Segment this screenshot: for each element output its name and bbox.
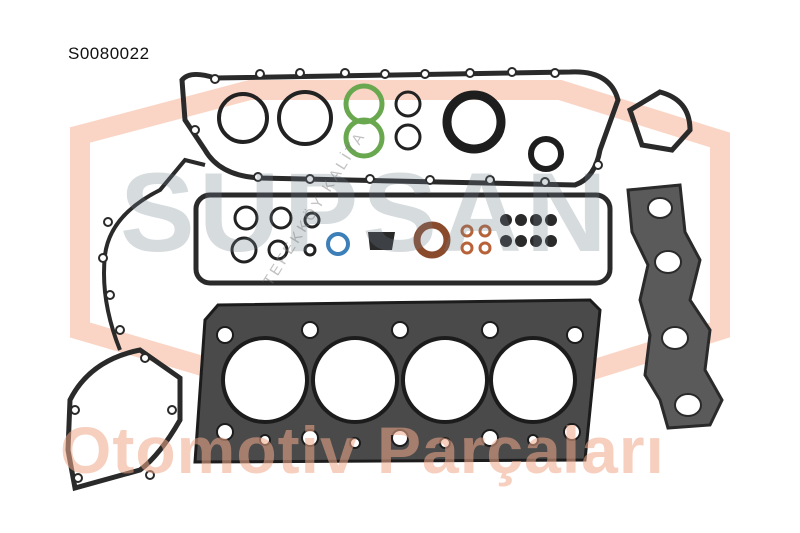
watermark-brand: SUPSAN — [120, 150, 611, 275]
watermark-subtitle: Otomotiv Parçaları — [60, 413, 665, 487]
head-gasket — [193, 298, 602, 464]
copper-washers — [460, 224, 492, 255]
water-pump-bolt-holes — [70, 353, 177, 483]
exhaust-manifold-gasket — [626, 183, 724, 430]
bracket-gasket — [626, 89, 693, 153]
timing-cover-bolt-holes — [98, 217, 125, 335]
crankshaft-seals — [442, 90, 564, 172]
rocker-cover-gasket — [193, 192, 613, 286]
product-code: S0080022 — [68, 44, 150, 63]
o-ring-set — [217, 83, 422, 159]
valve-cover-gasket — [179, 67, 621, 188]
valve-stem-seals — [500, 214, 557, 247]
water-pump-gasket — [65, 347, 183, 492]
